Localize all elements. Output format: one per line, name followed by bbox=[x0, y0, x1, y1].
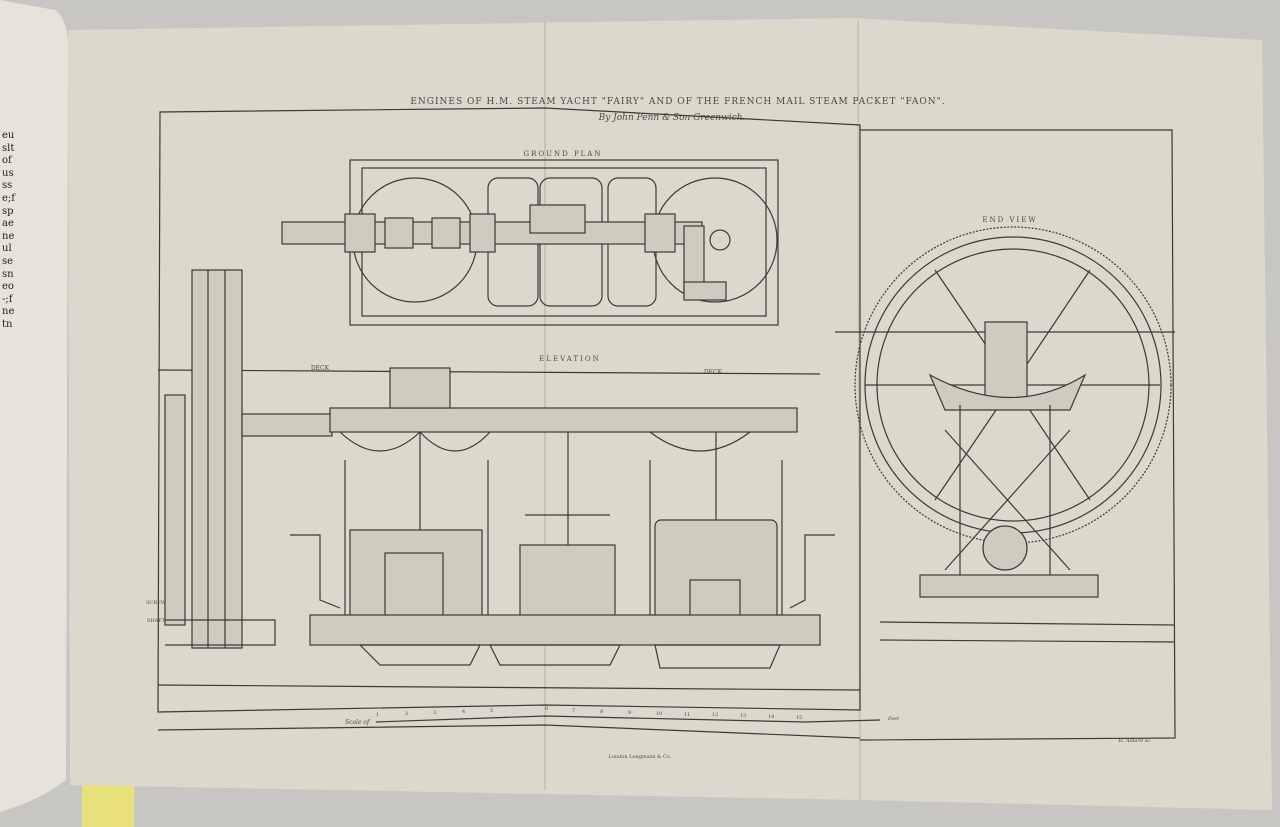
plate-subtitle: By John Penn & Son Greenwich. bbox=[598, 113, 746, 123]
scale-tick: 9 bbox=[628, 710, 631, 716]
scale-tick: 14 bbox=[768, 714, 774, 720]
scale-label: Scale of bbox=[345, 719, 371, 726]
shaft-label: SHAFT bbox=[147, 618, 166, 624]
end-view: END VIEW bbox=[835, 216, 1176, 643]
end-view-frame bbox=[859, 129, 1176, 741]
scale-tick: 11 bbox=[684, 712, 690, 718]
end-view-label: END VIEW bbox=[982, 216, 1037, 224]
deck-label-right: DECK bbox=[704, 369, 723, 376]
scale-bar: Scale of 1 2 3 4 5 6 7 8 9 10 11 12 13 1… bbox=[345, 706, 900, 726]
screw-label: SCREW bbox=[146, 600, 167, 606]
scale-tick: 6 bbox=[545, 706, 548, 712]
ground-plan: GROUND PLAN bbox=[281, 150, 779, 326]
scale-tick: 12 bbox=[712, 712, 718, 718]
scale-tick: 2 bbox=[405, 711, 408, 717]
scale-tick: 7 bbox=[572, 708, 575, 714]
plate-title: ENGINES OF H.M. STEAM YACHT "FAIRY" AND … bbox=[410, 97, 945, 107]
plate-frame bbox=[157, 107, 861, 713]
scale-tick: 3 bbox=[433, 710, 436, 716]
facing-page-text: eusltofussse;fspaeneulsesneo-;fnetn bbox=[2, 130, 15, 330]
ground-plan-label: GROUND PLAN bbox=[523, 150, 602, 158]
scale-tick: 8 bbox=[600, 709, 603, 715]
scale-tick: 4 bbox=[462, 709, 465, 715]
scale-tick: 15 bbox=[796, 715, 802, 721]
bookmark bbox=[82, 780, 134, 827]
elevation-label: ELEVATION bbox=[539, 355, 600, 363]
elevation: ELEVATION DECK DECK SCREW SHAFT bbox=[146, 269, 861, 691]
scale-unit: Feet bbox=[887, 716, 900, 722]
publisher-imprint: London Longmans & Co. bbox=[609, 754, 672, 760]
engraver-credit: H. Adlard sc. bbox=[1117, 738, 1151, 744]
deck-label-left: DECK bbox=[311, 365, 330, 372]
scale-tick: 13 bbox=[740, 713, 746, 719]
scale-tick: 5 bbox=[490, 708, 493, 714]
scale-tick: 10 bbox=[656, 711, 662, 717]
scale-tick: 1 bbox=[376, 712, 379, 718]
facing-page bbox=[0, 0, 69, 812]
scale-frame bbox=[157, 724, 861, 739]
